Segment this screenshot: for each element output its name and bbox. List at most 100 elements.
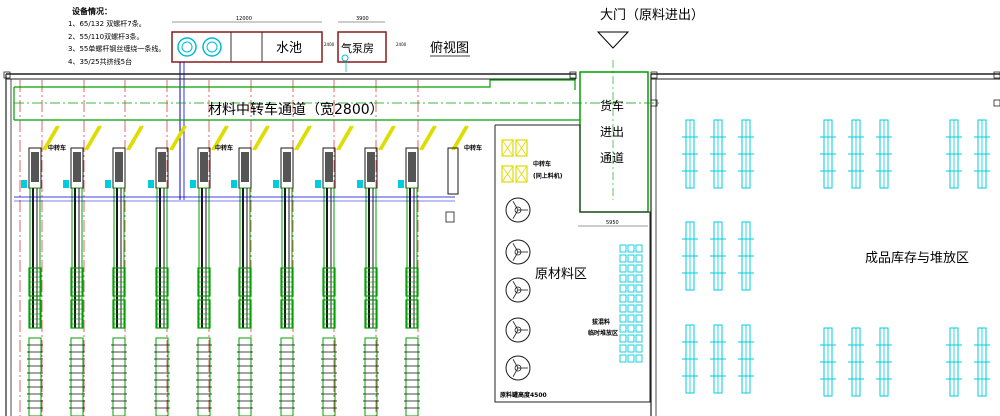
pipe-bundle (974, 327, 990, 397)
pipe-bundle (738, 119, 754, 189)
transfer-cart-note: (同上料机) (533, 172, 563, 180)
silo-icon (505, 277, 531, 303)
hopper-feed (294, 125, 312, 151)
equipment-note-3: 3、55单螺杆钢丝缠绕一条线。 (68, 44, 165, 53)
water-pool-label: 水池 (276, 41, 302, 56)
truck-passage: 货车 进出 通道 5950 (578, 60, 649, 227)
extruder-body (239, 187, 251, 329)
silo-icon (505, 355, 531, 381)
hopper-feed (336, 125, 354, 151)
control-panel (357, 180, 363, 188)
rack-cell (635, 324, 643, 333)
production-line (190, 125, 229, 416)
pipe-bundle (710, 119, 726, 189)
production-line (357, 125, 396, 416)
haul-off-unit (405, 337, 419, 416)
air-pump-room-outline (337, 31, 387, 63)
utility-block: 12000 3900 2400 2400 水池 气泵房 (171, 16, 407, 200)
haul-off-unit (112, 337, 126, 416)
rack-cell (619, 324, 627, 333)
transfer-cart-right-label: 中转车 (533, 160, 551, 168)
extruder-body (365, 187, 377, 329)
yellow-pallets (501, 139, 528, 183)
silo-height-label: 原料罐高度4500 (500, 391, 547, 399)
pallet (501, 139, 514, 157)
rack-cell (627, 284, 635, 293)
extruder-body (156, 187, 168, 329)
transfer-cart-label: 中转车 (464, 144, 482, 152)
silo-icon (505, 197, 531, 223)
production-line (273, 125, 312, 416)
rack-cell (619, 354, 627, 363)
rack-cell (635, 354, 643, 363)
rack-cell (635, 284, 643, 293)
control-panel (273, 180, 279, 188)
pipe-bundle (682, 324, 698, 394)
rack-cell (635, 314, 643, 323)
pipe-bundle (682, 119, 698, 189)
hopper-feed (252, 125, 270, 151)
production-line (105, 125, 144, 416)
transfer-cart-label: 中转车 (215, 144, 233, 152)
haul-off-unit (28, 337, 42, 416)
equipment-notes-title: 设备情况： (72, 6, 112, 16)
hopper-feed (378, 125, 396, 151)
haul-off-unit (322, 337, 336, 416)
rack-cell (635, 294, 643, 303)
air-pump-room-label: 气泵房 (341, 41, 374, 55)
extruder-body (71, 187, 83, 329)
control-panel (21, 180, 27, 188)
rack-cell (627, 264, 635, 273)
truck-passage-label-2: 进出 (600, 125, 624, 139)
haul-off-unit (364, 337, 378, 416)
truck-width-dimension: 5950 (606, 220, 619, 226)
pipe-bundle (710, 324, 726, 394)
pallet (515, 139, 528, 157)
equipment-note-1: 1、65/132 双螺杆7条。 (68, 19, 146, 28)
production-line (63, 125, 102, 416)
main-gate-arrow-icon (596, 31, 630, 49)
hopper-feed (126, 125, 144, 151)
haul-off-unit (280, 337, 294, 416)
rack-cell (619, 274, 627, 283)
hopper-feed (419, 125, 437, 151)
production-line (21, 125, 60, 416)
control-panel (190, 180, 196, 188)
truck-passage-label-1: 货车 (600, 98, 624, 113)
extruder-body (198, 187, 210, 329)
extruder-body (406, 187, 418, 329)
rack-cell (627, 244, 635, 253)
pipe-bundle (848, 327, 864, 397)
pipe-bundle (710, 221, 726, 291)
production-line (315, 125, 354, 416)
pool-width-dimension: 12000 (236, 16, 252, 22)
pipe-bundle (946, 119, 962, 189)
rack-cell (635, 274, 643, 283)
silo-icon (505, 239, 531, 265)
equipment-note-4: 4、35/25共挤线5台 (68, 57, 132, 66)
rack-cell (627, 344, 635, 353)
production-line (398, 125, 437, 416)
rack-cell (627, 304, 635, 313)
pipe-bundle (876, 119, 892, 189)
production-lines (21, 125, 469, 416)
raw-material-silos (505, 197, 531, 381)
silo-icon (505, 317, 531, 343)
pipe-bundle (848, 119, 864, 189)
hopper-feed (211, 125, 229, 151)
pipe-bundle (974, 119, 990, 189)
control-panel (231, 180, 237, 188)
temporary-storage-racks (619, 244, 643, 363)
transfer-cart-label: 中转车 (48, 144, 66, 152)
hopper-feed (42, 125, 60, 151)
rack-cell (635, 264, 643, 273)
raw-material-zone: 中转车 (同上料机) 原材料区 拔混料 临时堆放区 原料罐高度4500 (494, 124, 651, 403)
rack-cell (635, 244, 643, 253)
extruder-body (29, 187, 41, 329)
haul-off-unit (238, 337, 252, 416)
control-panel (398, 180, 404, 188)
rack-cell (635, 254, 643, 263)
rack-cell (627, 294, 635, 303)
hopper-feed (84, 125, 102, 151)
rack-cell (619, 304, 627, 313)
